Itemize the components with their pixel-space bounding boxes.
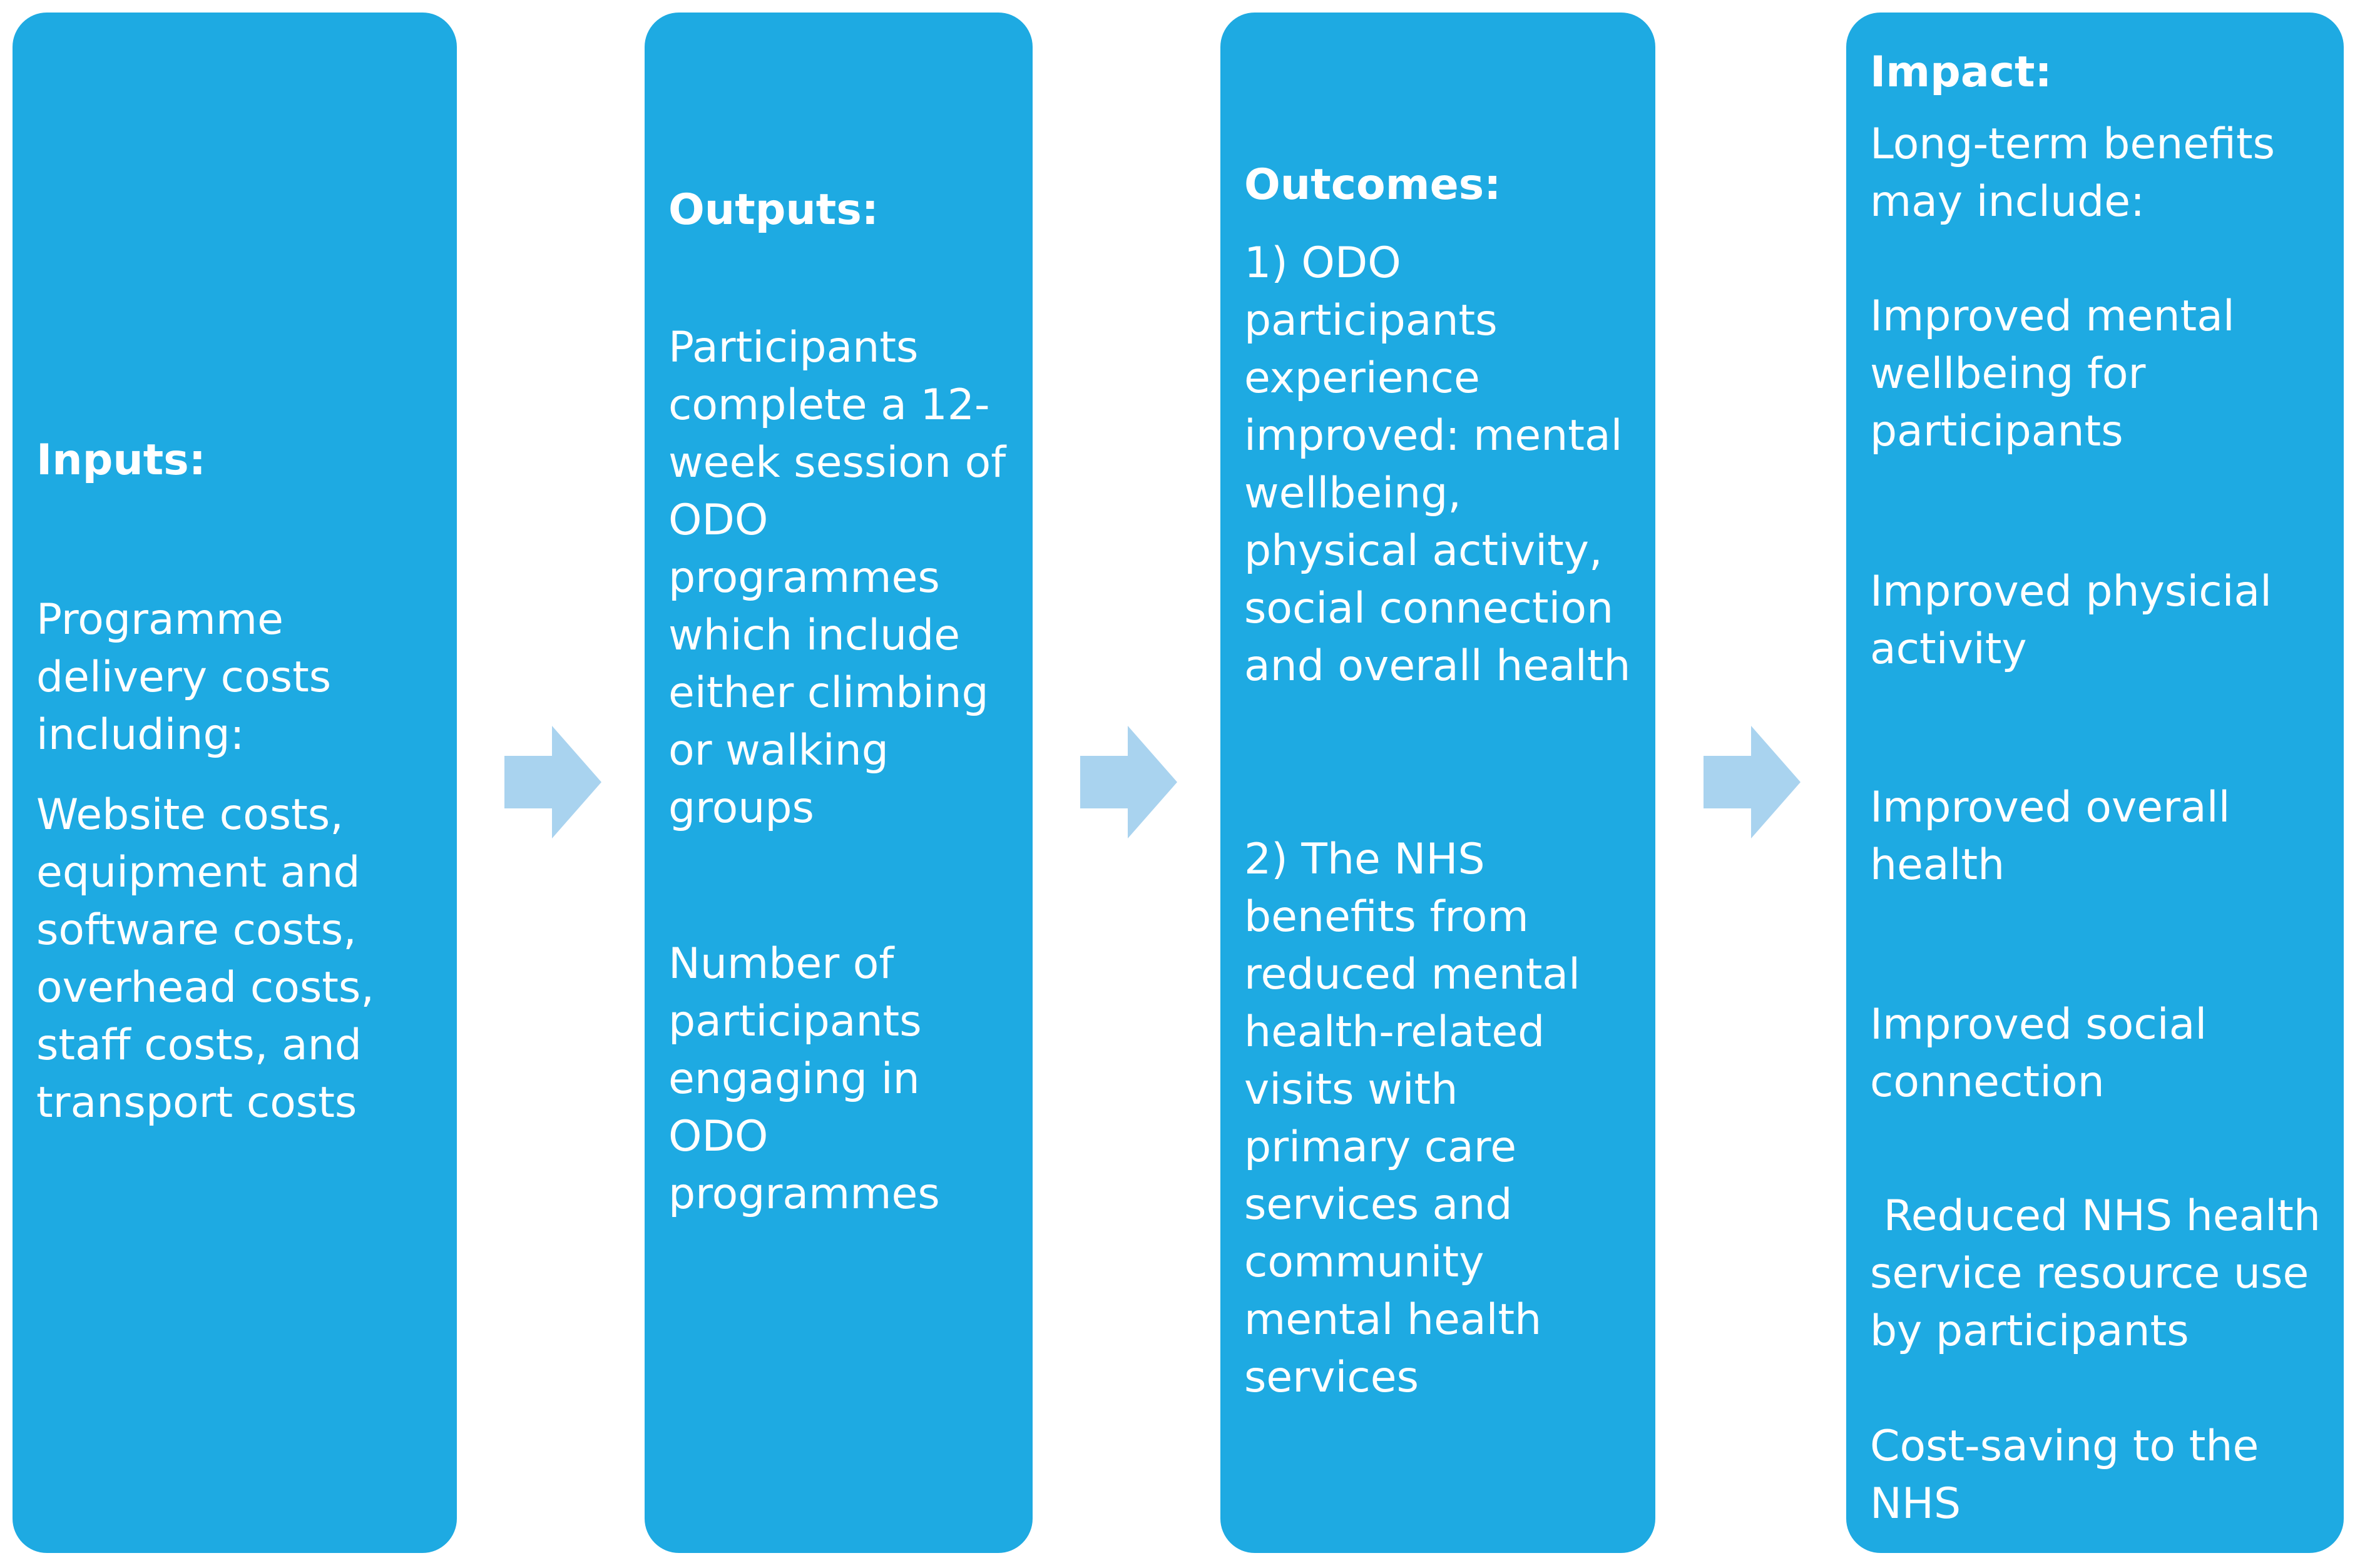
outputs-line: Participants <box>668 323 919 372</box>
flow-arrow-outputs-to-outcomes <box>1080 726 1177 838</box>
outputs-line: ODO <box>668 1112 769 1161</box>
impact-line: connection <box>1870 1057 2105 1107</box>
outputs-line: programmes <box>668 1169 940 1219</box>
outputs-line: week session of <box>668 438 1006 487</box>
outcomes-line: social connection <box>1244 584 1614 633</box>
impact-line: Reduced NHS health <box>1870 1191 2321 1241</box>
outputs-line: participants <box>668 997 922 1046</box>
outcomes-line: benefits from <box>1244 892 1529 942</box>
outcomes-box: Outcomes: 1) ODO participants experience… <box>1220 13 1655 1553</box>
impact-line: NHS <box>1870 1479 1961 1529</box>
outcomes-line: services and <box>1244 1180 1513 1229</box>
impact-line: Improved social <box>1870 1000 2207 1049</box>
flow-arrow-outcomes-to-impact <box>1704 726 1801 838</box>
inputs-box: Inputs: Programme delivery costs includi… <box>13 13 457 1553</box>
outcomes-line: visits with <box>1244 1065 1458 1114</box>
outputs-line: or walking <box>668 726 889 775</box>
outputs-line: groups <box>668 783 814 833</box>
outcomes-line: primary care <box>1244 1123 1517 1172</box>
outcomes-line: health-related <box>1244 1007 1545 1057</box>
impact-line: participants <box>1870 407 2123 456</box>
impact-line: Long-term benefits <box>1870 120 2276 169</box>
flow-arrow-inputs-to-outputs <box>504 726 601 838</box>
outcomes-line: reduced mental <box>1244 950 1580 999</box>
inputs-line: software costs, <box>36 905 357 955</box>
outputs-box: Outputs: Participants complete a 12- wee… <box>645 13 1033 1553</box>
inputs-line: equipment and <box>36 848 360 897</box>
impact-line: health <box>1870 840 2005 890</box>
impact-line: activity <box>1870 624 2027 674</box>
impact-line: Improved physicial <box>1870 567 2272 616</box>
outcomes-line: improved: mental <box>1244 411 1623 461</box>
outputs-line: complete a 12- <box>668 380 990 430</box>
outputs-line: engaging in <box>668 1054 920 1104</box>
outcomes-line: experience <box>1244 354 1480 403</box>
outcomes-line: services <box>1244 1353 1419 1402</box>
impact-heading: Impact: <box>1870 48 2052 97</box>
inputs-line: overhead costs, <box>36 963 374 1012</box>
outputs-line: Number of <box>668 939 894 989</box>
inputs-heading: Inputs: <box>36 435 206 485</box>
outcomes-line: wellbeing, <box>1244 469 1462 518</box>
outcomes-heading: Outcomes: <box>1244 160 1501 210</box>
impact-line: by participants <box>1870 1306 2189 1356</box>
outcomes-line: and overall health <box>1244 641 1631 691</box>
inputs-line: including: <box>36 710 245 760</box>
impact-line: wellbeing for <box>1870 349 2146 399</box>
outcomes-line: 2) The NHS <box>1244 835 1485 884</box>
inputs-line: Website costs, <box>36 790 344 840</box>
outputs-line: which include <box>668 611 961 660</box>
impact-line: Improved overall <box>1870 783 2230 832</box>
impact-line: Improved mental <box>1870 292 2235 341</box>
outcomes-line: community <box>1244 1238 1484 1287</box>
outputs-line: programmes <box>668 553 940 603</box>
impact-line: Cost-saving to the <box>1870 1422 2259 1471</box>
inputs-line: staff costs, and <box>36 1021 362 1070</box>
outputs-line: ODO <box>668 496 769 545</box>
outputs-line: either climbing <box>668 668 989 718</box>
outcomes-line: 1) ODO <box>1244 238 1401 288</box>
inputs-line: Programme <box>36 595 284 644</box>
outcomes-line: mental health <box>1244 1295 1542 1345</box>
impact-line: service resource use <box>1870 1249 2309 1298</box>
outputs-heading: Outputs: <box>668 185 879 235</box>
impact-box: Impact: Long-term benefits may include: … <box>1846 13 2344 1553</box>
outcomes-line: participants <box>1244 296 1498 345</box>
inputs-line: delivery costs <box>36 653 332 702</box>
impact-line: may include: <box>1870 177 2145 227</box>
inputs-line: transport costs <box>36 1078 357 1128</box>
outcomes-line: physical activity, <box>1244 526 1603 576</box>
